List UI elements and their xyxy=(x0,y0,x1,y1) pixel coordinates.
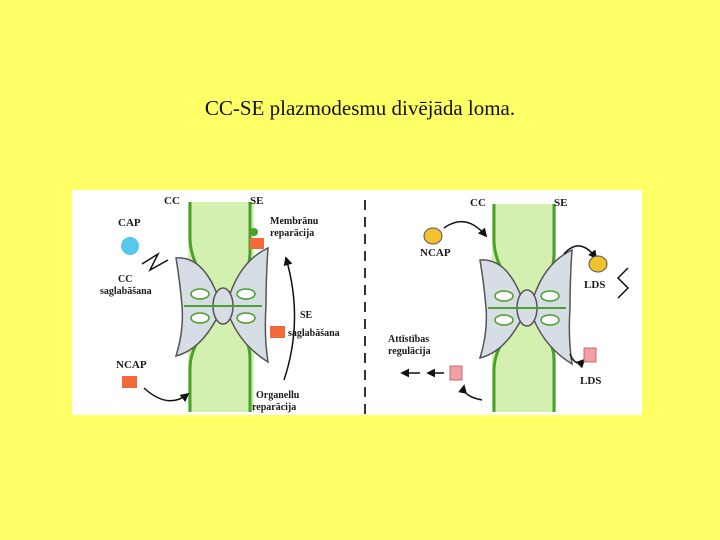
lds-box-left xyxy=(449,365,463,381)
left-plasmodesma xyxy=(174,246,269,364)
right-plasmodesma xyxy=(478,248,573,366)
se-cc-return-arrow xyxy=(458,384,483,401)
cap-label: CAP xyxy=(118,217,141,229)
lds-top-label: LDS xyxy=(584,279,605,291)
cc-maintenance-line1: CC xyxy=(118,274,132,285)
lds-zigzag-arrow xyxy=(616,267,630,299)
se-maintenance-line2: saglabāšana xyxy=(288,328,340,339)
right-se-label: SE xyxy=(554,197,567,209)
left-se-label: SE xyxy=(250,195,263,207)
development-line2: regulācija xyxy=(388,346,431,357)
ncap-box-molecule xyxy=(122,376,137,388)
lds-se-arrow xyxy=(569,353,586,369)
membrane-repair-box xyxy=(250,238,264,249)
ncap-entry-arrow xyxy=(143,387,190,403)
plasmodesmata-figure: CC SE CAP CC saglabāšana NCAP Membrānu r… xyxy=(72,190,642,415)
right-panel: CC SE NCAP LDS Attīstības regulācija LDS xyxy=(388,197,630,412)
left-panel: CC SE CAP CC saglabāšana NCAP Membrānu r… xyxy=(100,195,340,413)
left-cc-label: CC xyxy=(164,195,180,207)
right-ncap-label: NCAP xyxy=(420,247,451,259)
left-ncap-label: NCAP xyxy=(116,359,147,371)
cap-molecule xyxy=(121,237,139,255)
development-line1: Attīstības xyxy=(388,334,429,345)
organelle-repair-line2: reparācija xyxy=(252,402,296,413)
organelle-repair-line1: Organellu xyxy=(256,390,300,401)
right-cc-label: CC xyxy=(470,197,486,209)
cc-maintenance-line2: saglabāšana xyxy=(100,286,152,297)
membrane-repair-line1: Membrānu xyxy=(270,216,319,227)
se-maintenance-line1: SE xyxy=(300,310,313,321)
membrane-repair-line2: reparācija xyxy=(270,228,314,239)
lds-box-right xyxy=(583,347,597,363)
se-ncap-arrow xyxy=(563,245,598,260)
membrane-repair-dot xyxy=(250,228,258,236)
se-maintenance-box xyxy=(270,326,285,338)
ncap-cc-arrow xyxy=(443,220,488,238)
se-ncap-ellipse xyxy=(588,255,608,273)
ncap-ellipse-molecule xyxy=(423,227,443,245)
se-upward-arrow xyxy=(283,256,296,381)
slide-title: CC-SE plazmodesmu divējāda loma. xyxy=(204,96,516,120)
lds-bottom-label: LDS xyxy=(580,375,601,387)
cap-zigzag-arrow xyxy=(141,251,169,272)
